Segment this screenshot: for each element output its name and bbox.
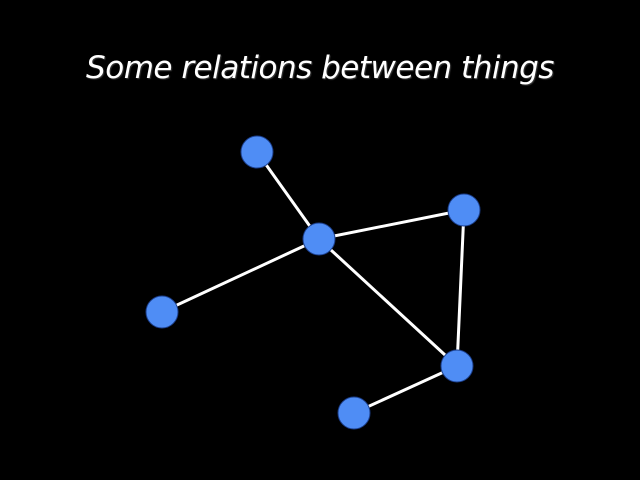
nodes xyxy=(145,135,481,430)
node-top xyxy=(240,135,274,169)
edge-lower-right-to-bottom xyxy=(352,364,459,415)
node-left xyxy=(145,295,179,329)
slide-title: Some relations between things xyxy=(86,50,554,86)
node-bottom xyxy=(337,396,371,430)
node-lower-right xyxy=(440,349,474,383)
node-center xyxy=(302,222,336,256)
edge-center-to-lower-right xyxy=(317,237,459,368)
edge-top-to-center xyxy=(255,150,321,241)
node-right xyxy=(447,193,481,227)
edges xyxy=(160,150,466,415)
edge-center-to-left xyxy=(160,237,321,314)
edge-right-to-lower-right xyxy=(455,208,466,368)
edge-center-to-right xyxy=(317,208,466,241)
